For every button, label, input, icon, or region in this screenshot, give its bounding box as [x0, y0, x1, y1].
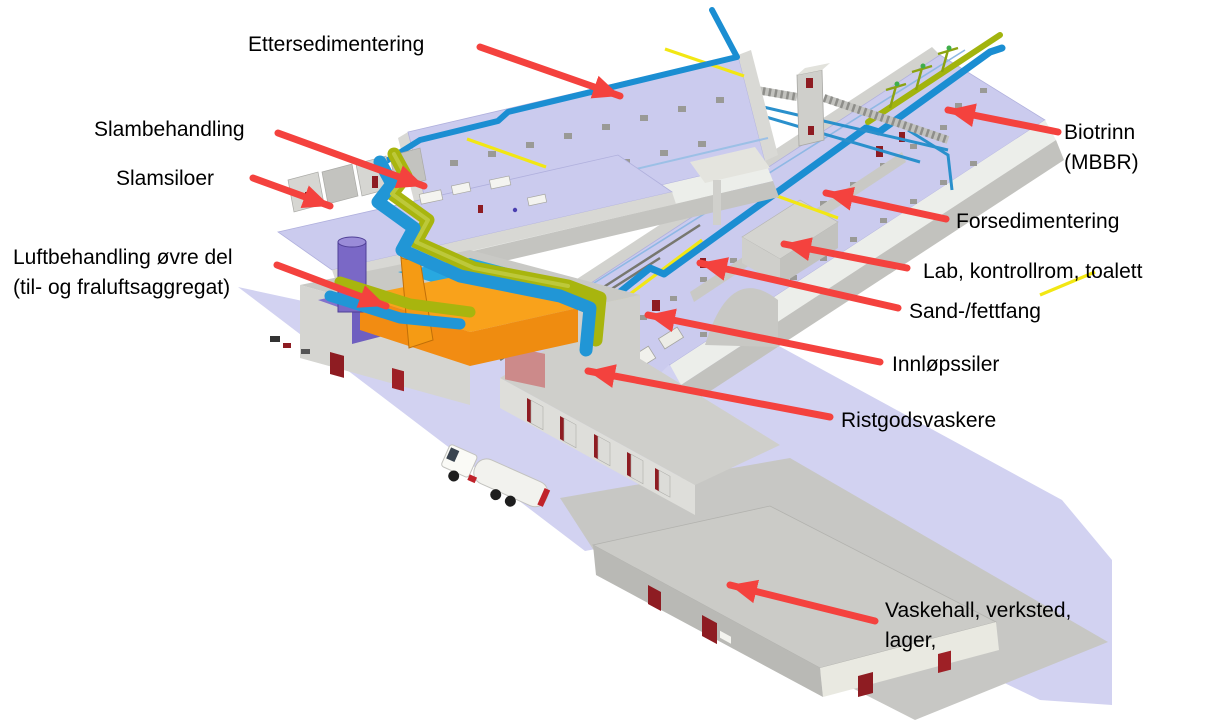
- arrow-lab: [780, 237, 911, 272]
- vaskehall-door: [938, 650, 951, 673]
- label-ristgodsvaskere: Ristgodsvaskere: [841, 409, 997, 432]
- vaskehall-door: [648, 585, 661, 612]
- arrow-biotrinn: [944, 103, 1062, 136]
- biotrinn-green-pipe: [865, 32, 1003, 125]
- label-sandfettfang: Sand-/fettfang: [909, 300, 1041, 323]
- arrow-ristgodsvaskere: [584, 364, 834, 421]
- vaskehall-door: [702, 615, 731, 645]
- label-forsedimentering: Forsedimentering: [956, 210, 1120, 233]
- blue-process-pipe: [556, 44, 1006, 344]
- label-vaskehall: Vaskehall, verksted, lager,: [885, 599, 1072, 653]
- label-biotrinn: Biotrinn (MBBR): [1064, 121, 1139, 175]
- arrow-luftbehandling: [273, 261, 390, 310]
- arrow-ettersedimentering: [476, 43, 624, 100]
- hall-equipment: [418, 175, 548, 207]
- arrow-sandfettfang: [696, 257, 902, 312]
- vaskehall-door: [858, 672, 873, 697]
- label-slambehandling: Slambehandling: [94, 118, 245, 141]
- arrow-slamsiloer: [249, 174, 334, 210]
- arrow-innlopssiler: [644, 308, 884, 366]
- arrow-vaskehall: [726, 579, 879, 625]
- label-luftbehandling: Luftbehandling øvre del (til- og fraluft…: [13, 246, 233, 300]
- label-innlopssiler: Innløpssiler: [892, 353, 1000, 376]
- label-ettersedimentering: Ettersedimentering: [248, 33, 425, 56]
- arrow-forsedimentering: [822, 186, 950, 223]
- label-lab: Lab, kontrollrom, toalett: [923, 260, 1143, 283]
- blue-duct: [371, 155, 597, 357]
- label-slamsiloer: Slamsiloer: [116, 167, 215, 190]
- annotation-arrows: [249, 43, 1062, 625]
- garage-doors: [527, 398, 671, 498]
- vaskehall-building: [560, 458, 1108, 720]
- arrow-slambehandling: [274, 129, 428, 190]
- blue-roof-pipe: [377, 7, 740, 168]
- tanker-truck: [441, 444, 551, 508]
